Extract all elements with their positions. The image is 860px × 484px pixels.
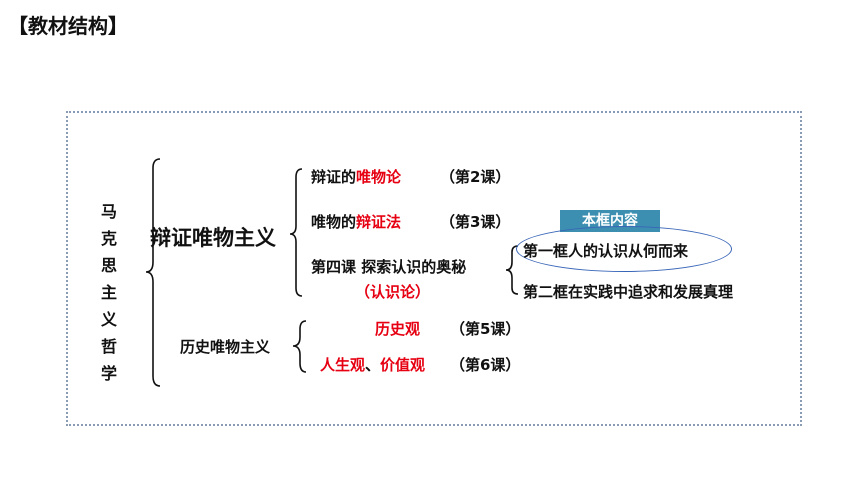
item2b-sep: 、 [365,356,381,374]
branch1-item1-lesson: （第2课） [440,168,511,186]
branch2-item1-lesson: （第5课） [450,320,521,338]
item2b-highlight2: 价值观 [380,356,426,374]
highlight-oval [516,226,732,272]
item2b-highlight1: 人生观 [320,356,366,374]
branch1-item3-title: 第四课 探索认识的奥秘 [311,258,467,276]
branch2-item2: 人生观、价值观 [320,354,425,375]
branch2-item2-lesson: （第6课） [450,356,521,374]
branch1-label: 辩证唯物主义 [150,226,276,250]
item1-highlight: 唯物论 [356,168,402,186]
branch1-item2: 唯物的辩证法 [311,211,401,232]
item2-prefix: 唯物的 [311,213,357,231]
page-title: 【教材结构】 [8,14,128,38]
branch2-item1-highlight: 历史观 [375,320,421,338]
item1-prefix: 辩证的 [311,168,357,186]
branch1-item3-sub1: 第一框人的认识从何而来 [523,242,689,260]
branch1-item2-lesson: （第3课） [440,213,511,231]
root-label: 马克思主义哲学 [100,202,117,383]
branch1-item3-sub2: 第二框在实践中追求和发展真理 [523,283,734,301]
branch1-item3-subtitle: （认识论） [355,283,431,301]
branch2-label: 历史唯物主义 [180,338,271,356]
diagram-frame [66,111,802,426]
branch1-item1: 辩证的唯物论 [311,166,401,187]
item2-highlight: 辩证法 [356,213,402,231]
